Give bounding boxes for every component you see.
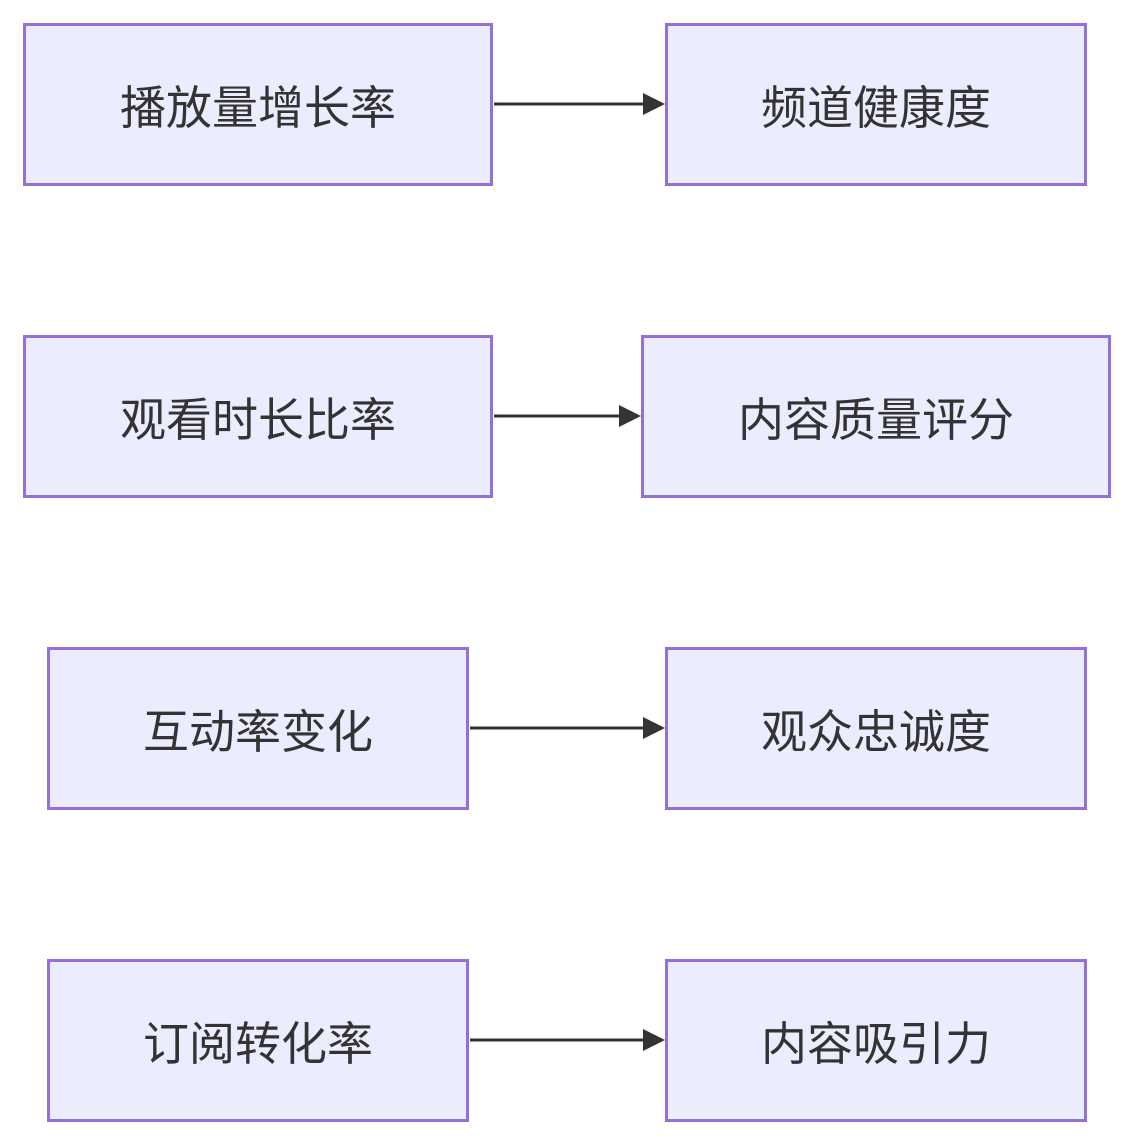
node-label: 观众忠诚度 xyxy=(761,704,991,759)
arrowhead-icon xyxy=(643,93,665,115)
node-label: 内容质量评分 xyxy=(738,392,1014,447)
node-audience-loyalty: 观众忠诚度 xyxy=(665,647,1087,810)
node-label: 内容吸引力 xyxy=(761,1016,991,1071)
arrowhead-icon xyxy=(619,405,641,427)
edge-row-2 xyxy=(494,405,641,427)
node-engagement-rate-change: 互动率变化 xyxy=(47,647,469,810)
node-play-growth-rate: 播放量增长率 xyxy=(23,23,493,186)
node-watch-time-ratio: 观看时长比率 xyxy=(23,335,493,498)
node-content-quality-score: 内容质量评分 xyxy=(641,335,1111,498)
arrowhead-icon xyxy=(643,1029,665,1051)
node-label: 播放量增长率 xyxy=(120,80,396,135)
arrowhead-icon xyxy=(643,717,665,739)
edge-row-1 xyxy=(494,93,665,115)
edge-row-4 xyxy=(470,1029,665,1051)
node-label: 观看时长比率 xyxy=(120,392,396,447)
node-channel-health: 频道健康度 xyxy=(665,23,1087,186)
node-label: 订阅转化率 xyxy=(143,1016,373,1071)
edge-row-3 xyxy=(470,717,665,739)
node-label: 互动率变化 xyxy=(143,704,373,759)
node-content-appeal: 内容吸引力 xyxy=(665,959,1087,1122)
node-subscription-conversion-rate: 订阅转化率 xyxy=(47,959,469,1122)
node-label: 频道健康度 xyxy=(761,80,991,135)
